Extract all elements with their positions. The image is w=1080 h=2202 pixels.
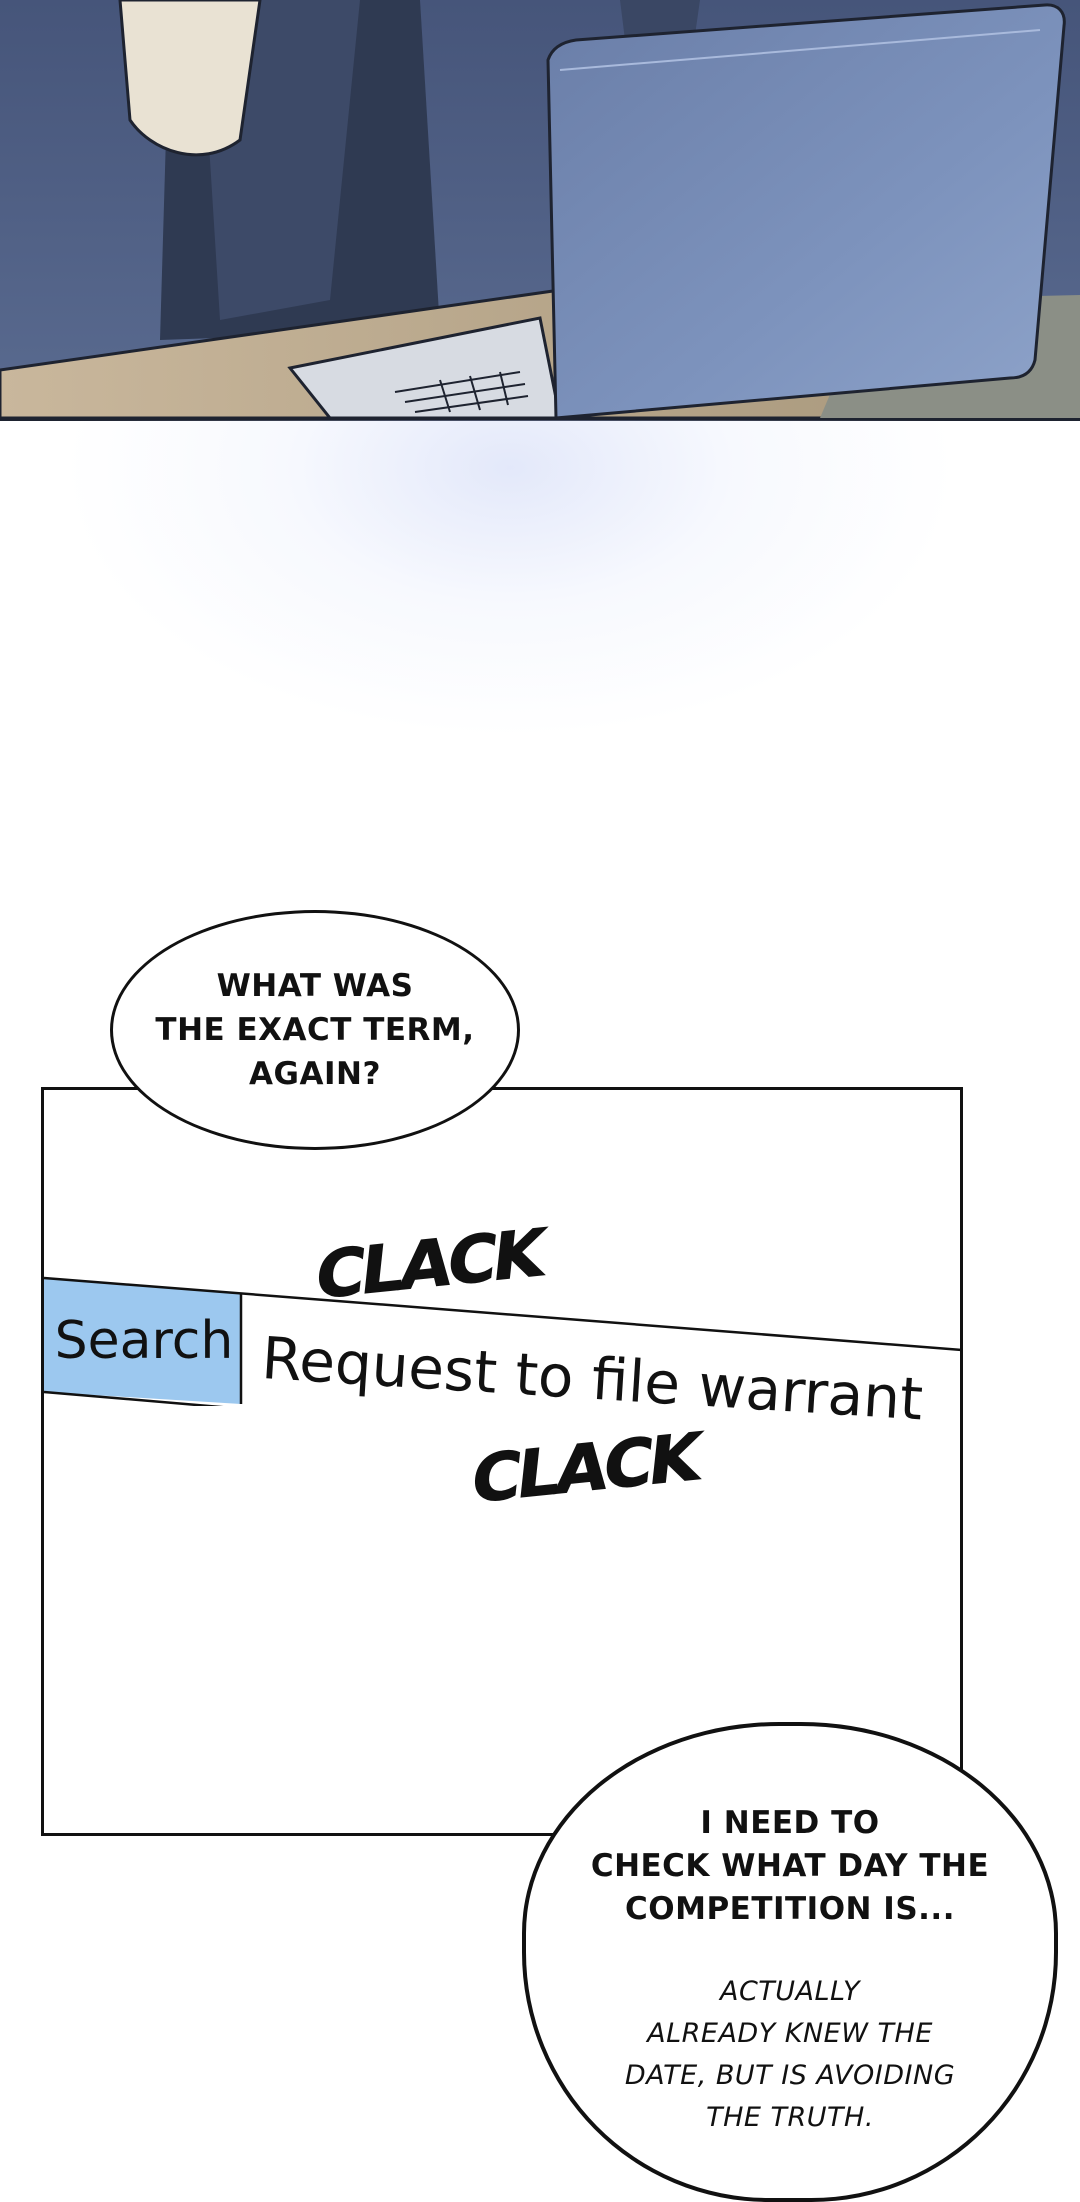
bubble-text-line: AGAIN? — [249, 1056, 381, 1092]
bubble-text-line: I NEED TO — [700, 1805, 880, 1841]
search-bar-outline — [43, 1276, 963, 1406]
speech-bubble-question: WHAT WAS THE EXACT TERM, AGAIN? — [110, 910, 520, 1150]
search-bar: Search Request to file warrant — [42, 1276, 964, 1433]
laptop-illustration — [0, 0, 1080, 418]
bubble-text-line: COMPETITION IS... — [625, 1891, 955, 1927]
search-button[interactable]: Search — [54, 1311, 234, 1371]
bubble-text-line: WHAT WAS — [216, 968, 414, 1004]
search-screen-panel — [41, 1087, 963, 1836]
note-text-line: ALREADY KNEW THE — [647, 2018, 933, 2049]
bubble-text-line: THE EXACT TERM, — [155, 1012, 475, 1048]
note-text-line: THE TRUTH. — [706, 2102, 874, 2133]
background-glow — [60, 420, 960, 740]
note-text-line: DATE, BUT IS AVOIDING — [624, 2060, 956, 2091]
comic-panel-laptop — [0, 0, 1080, 421]
speech-bubble-thought: I NEED TO CHECK WHAT DAY THE COMPETITION… — [522, 1722, 1058, 2202]
bubble-text-line: CHECK WHAT DAY THE — [590, 1848, 990, 1884]
note-text-line: ACTUALLY — [719, 1976, 861, 2007]
narration-note: ACTUALLY ALREADY KNEW THE DATE, BUT IS A… — [625, 1971, 955, 2139]
